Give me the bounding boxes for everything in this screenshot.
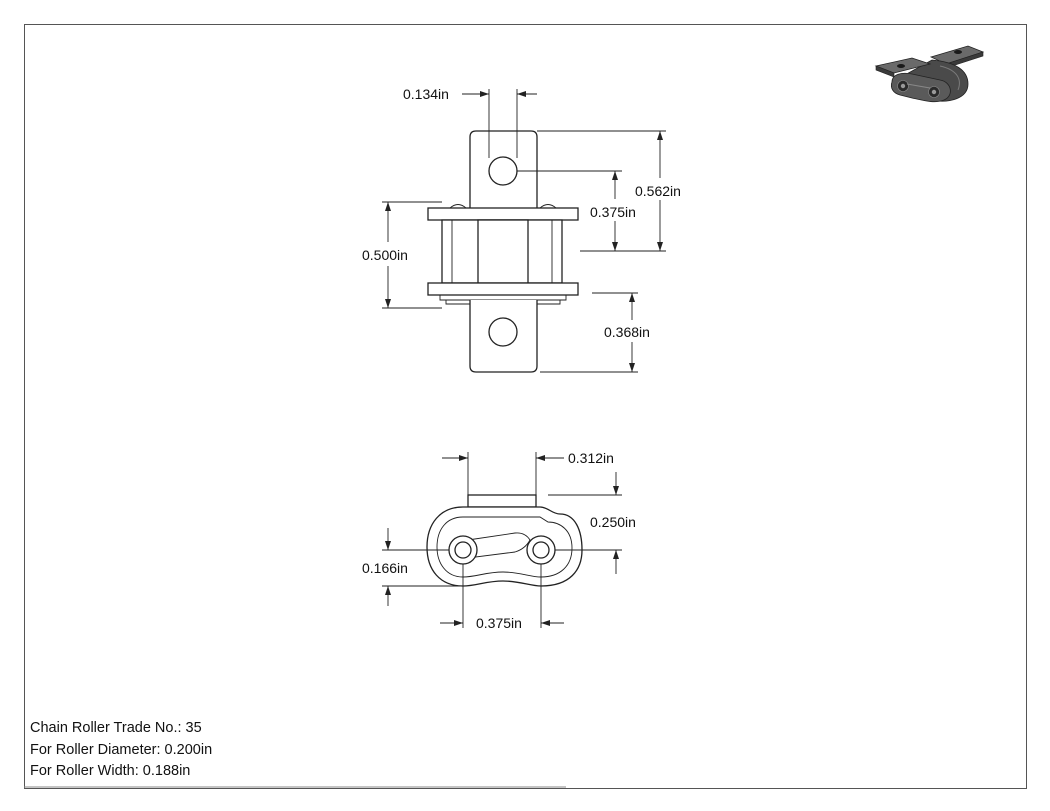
- dim-hole-offset: 0.166in: [362, 560, 408, 576]
- dim-pin-length: 0.500in: [362, 247, 408, 263]
- note-trade-no: Chain Roller Trade No.: 35: [30, 720, 202, 736]
- upper-hole: [488, 156, 518, 186]
- dim-hole-to-base: 0.375in: [590, 204, 636, 220]
- upper-plate: [427, 207, 579, 221]
- chain-link-isometric-icon: [874, 45, 985, 103]
- dim-lower-tab: 0.368in: [604, 324, 650, 340]
- right-pin-inner: [532, 541, 550, 559]
- title-block-notes: Chain Roller Trade No.: 35 For Roller Di…: [30, 718, 212, 783]
- dim-tab-width: 0.312in: [568, 450, 614, 466]
- roller-center: [477, 219, 529, 284]
- inner-link: [436, 516, 573, 578]
- plate-step: [439, 295, 567, 301]
- dim-link-height: 0.562in: [635, 183, 681, 199]
- plate-bump: [449, 204, 467, 209]
- dim-plate-thickness: 0.134in: [403, 86, 449, 102]
- lower-plate: [427, 282, 579, 296]
- note-roller-diameter: For Roller Diameter: 0.200in: [30, 741, 213, 758]
- side-tab: [467, 494, 537, 508]
- sheet-border: [24, 24, 1027, 789]
- outer-link: [426, 506, 583, 587]
- side-view: 0.312in 0.250in 0.166in 0.375in: [362, 450, 636, 631]
- plate-bump: [539, 204, 557, 209]
- center-slot: [467, 532, 531, 559]
- dim-pitch: 0.375in: [476, 615, 522, 631]
- dim-tab-height: 0.250in: [590, 514, 636, 530]
- lower-hole: [488, 317, 518, 347]
- top-view: 0.134in 0.562in 0.375in 0.500in 0.368in: [362, 86, 681, 373]
- left-pin-inner: [454, 541, 472, 559]
- note-roller-width: For Roller Width: 0.188in: [30, 763, 191, 779]
